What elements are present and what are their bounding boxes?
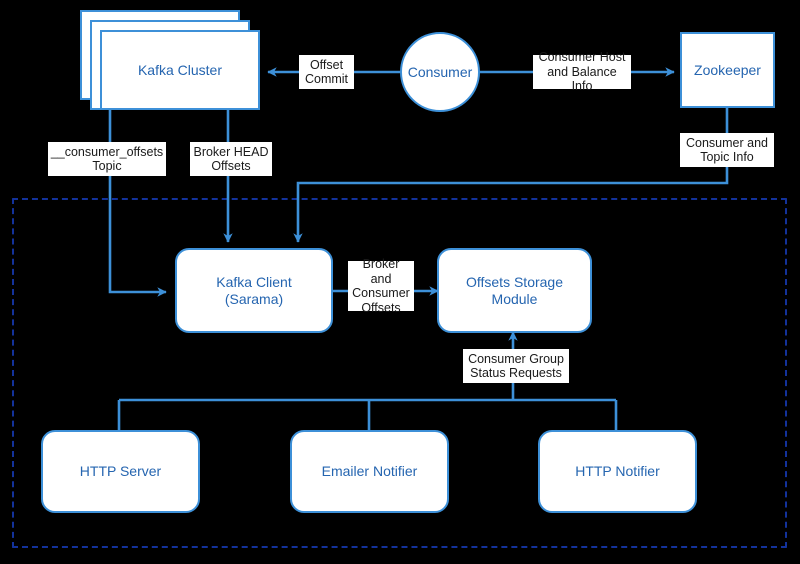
edge-label-consumer-host-balance: Consumer Host and Balance Info [533, 50, 631, 93]
node-offsets-storage-module-label: Offsets Storage Module [465, 273, 563, 307]
edge-label-offset-commit: Offset Commit [299, 55, 354, 89]
edge-label-consumer-group-status: Consumer Group Status Requests [463, 349, 569, 383]
edge-label-consumer-offsets-topic: __consumer_offsets Topic [48, 142, 166, 176]
edge-label-consumer-topic-info: Consumer and Topic Info [680, 133, 774, 167]
node-kafka-client-label: Kafka Client (Sarama) [216, 273, 292, 307]
edge-label-broker-consumer-offsets-text: Broker and Consumer Offsets [352, 257, 410, 315]
node-kafka-cluster[interactable]: Kafka Cluster [100, 30, 260, 110]
node-http-server-label: HTTP Server [79, 463, 162, 480]
node-emailer-notifier[interactable]: Emailer Notifier [290, 430, 449, 513]
node-http-notifier[interactable]: HTTP Notifier [538, 430, 697, 513]
edge-label-broker-head-offsets-text: Broker HEAD Offsets [193, 144, 269, 174]
edge-label-broker-consumer-offsets: Broker and Consumer Offsets [348, 257, 414, 315]
edge-label-consumer-topic-info-text: Consumer and Topic Info [686, 135, 768, 165]
edge-label-offset-commit-text: Offset Commit [304, 57, 349, 87]
edge-label-broker-head-offsets: Broker HEAD Offsets [190, 142, 272, 176]
node-kafka-client[interactable]: Kafka Client (Sarama) [175, 248, 333, 333]
node-kafka-cluster-label: Kafka Cluster [137, 61, 223, 78]
node-emailer-notifier-label: Emailer Notifier [321, 463, 418, 480]
node-offsets-storage-module[interactable]: Offsets Storage Module [437, 248, 592, 333]
node-consumer[interactable]: Consumer [400, 32, 480, 112]
edge-label-consumer-host-balance-text: Consumer Host and Balance Info [538, 50, 626, 94]
node-zookeeper[interactable]: Zookeeper [680, 32, 775, 108]
edge-label-consumer-group-status-text: Consumer Group Status Requests [468, 351, 564, 381]
edge-label-consumer-offsets-topic-text: __consumer_offsets Topic [50, 144, 164, 174]
node-consumer-label: Consumer [407, 63, 473, 80]
node-zookeeper-label: Zookeeper [694, 61, 761, 78]
node-http-server[interactable]: HTTP Server [41, 430, 200, 513]
node-http-notifier-label: HTTP Notifier [575, 463, 660, 480]
